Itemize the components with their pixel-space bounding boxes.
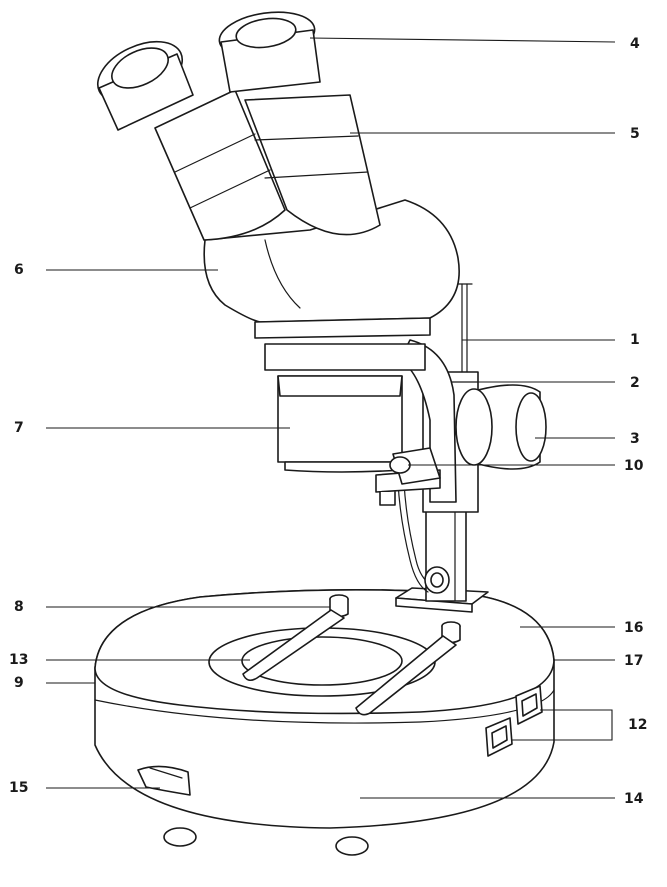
callout-3: 3	[630, 431, 640, 447]
callout-7: 7	[14, 420, 24, 436]
objective	[277, 375, 403, 473]
eyepiece-left	[96, 40, 286, 241]
callout-17: 17	[624, 653, 644, 669]
switch-lower	[485, 717, 513, 757]
base-foot-right	[335, 836, 369, 856]
switch-upper	[515, 685, 543, 725]
lamp-cable	[397, 481, 429, 593]
base-foot-left	[163, 827, 197, 847]
callout-6: 6	[14, 262, 24, 278]
callout-2: 2	[630, 375, 640, 391]
stage-clip-left	[242, 594, 349, 682]
stage-clip-right	[355, 621, 461, 716]
mount-ring	[264, 343, 426, 371]
callout-16: 16	[624, 620, 644, 636]
callout-9: 9	[14, 675, 24, 691]
callout-4: 4	[630, 36, 640, 52]
lamp-head	[389, 447, 441, 485]
focus-knob	[455, 384, 547, 470]
callout-14: 14	[624, 791, 644, 807]
callout-5: 5	[630, 126, 640, 142]
callout-12: 12	[628, 717, 648, 733]
callout-1: 1	[630, 332, 640, 348]
callout-13: 13	[9, 652, 29, 668]
leader-12	[512, 709, 613, 741]
callout-10: 10	[624, 458, 644, 474]
callout-8: 8	[14, 599, 24, 615]
eyepiece-right	[218, 11, 381, 236]
leader-4	[309, 37, 616, 43]
head-body	[203, 199, 460, 323]
callout-15: 15	[9, 780, 29, 796]
